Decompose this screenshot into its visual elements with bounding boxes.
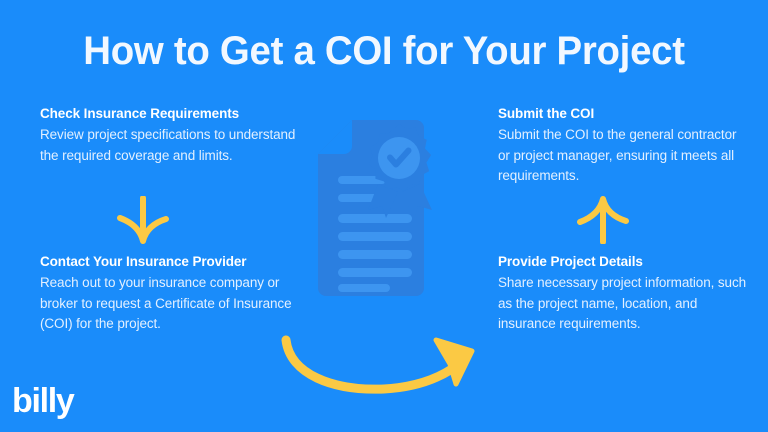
step-heading: Contact Your Insurance Provider (40, 254, 247, 269)
step-body: Submit the COI to the general contractor… (498, 127, 737, 183)
step-heading: Check Insurance Requirements (40, 106, 240, 121)
step-body: Review project specifications to underst… (40, 127, 296, 163)
step-body: Share necessary project information, suc… (498, 275, 747, 331)
step-heading: Submit the COI (498, 106, 595, 121)
page-title: How to Get a COI for Your Project (83, 29, 685, 73)
step-check-insurance-requirements: Check Insurance Requirements Review proj… (40, 104, 302, 166)
curved-arrow-right-icon (281, 335, 475, 394)
arrow-up-icon (577, 196, 629, 244)
certificate-document-badge-icon (318, 120, 432, 296)
step-submit-the-coi: Submit the COI Submit the COI to the gen… (498, 104, 750, 187)
step-provide-project-details: Provide Project Details Share necessary … (498, 252, 750, 335)
arrow-down-icon (117, 196, 169, 244)
step-body: Reach out to your insurance company or b… (40, 275, 292, 331)
step-contact-your-insurance-provider: Contact Your Insurance Provider Reach ou… (40, 252, 302, 335)
billy-logo: billy (12, 382, 75, 420)
step-heading: Provide Project Details (498, 254, 643, 269)
